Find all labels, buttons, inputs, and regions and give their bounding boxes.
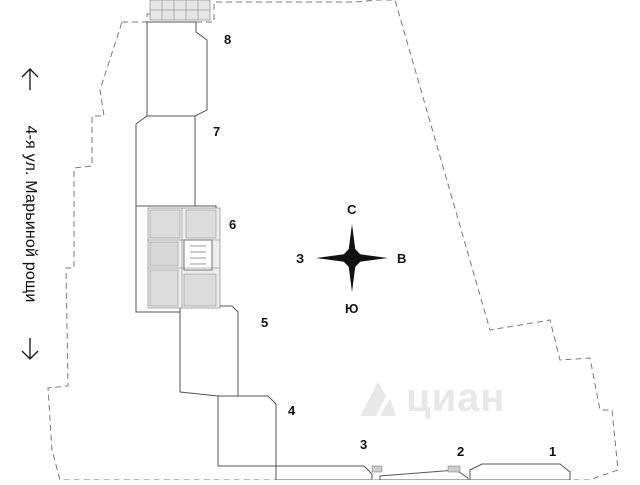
floorplan-section-6 <box>147 207 221 309</box>
compass-west: З <box>296 251 305 266</box>
compass-east: В <box>397 251 407 266</box>
building-1-outline <box>469 463 571 481</box>
street-name: 4-я ул. Марьиной рощи <box>22 125 39 303</box>
arrow-down-icon <box>21 338 39 360</box>
compass-south: Ю <box>345 301 359 316</box>
building-number-5: 5 <box>261 315 269 330</box>
building-number-7: 7 <box>213 124 221 139</box>
building-number-3: 3 <box>360 437 368 452</box>
building-4-outline <box>217 395 277 467</box>
building-2-outline <box>379 469 469 481</box>
cian-logo-icon <box>360 382 396 416</box>
street-label: 4-я ул. Марьиной рощи <box>2 66 58 362</box>
building-3-outline <box>275 465 373 481</box>
building-8-outline <box>146 21 208 117</box>
watermark: циан <box>356 376 506 420</box>
building-5-outline <box>179 305 239 397</box>
floorplan-top <box>149 0 211 21</box>
building-number-2: 2 <box>457 444 465 459</box>
territory-boundary <box>47 0 619 481</box>
building-number-8: 8 <box>224 32 232 47</box>
arrow-up-icon <box>21 68 39 90</box>
watermark-text: циан <box>406 375 506 420</box>
entry-marker <box>447 465 461 473</box>
entry-marker <box>371 465 383 473</box>
building-7-outline <box>135 115 196 207</box>
compass-north: С <box>347 202 357 217</box>
compass-star-icon <box>316 224 388 292</box>
building-number-4: 4 <box>288 403 296 418</box>
building-number-6: 6 <box>229 217 237 232</box>
building-number-1: 1 <box>549 444 557 459</box>
